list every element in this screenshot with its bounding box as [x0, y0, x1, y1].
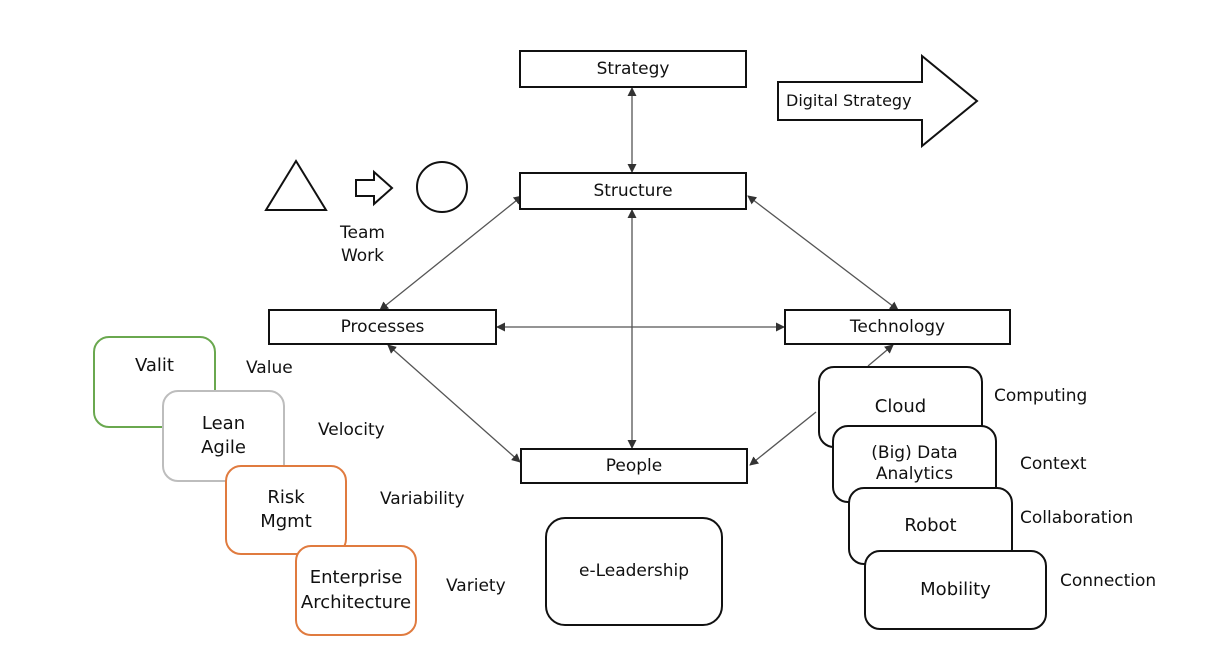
people-node: People: [520, 448, 748, 484]
technology-label: Technology: [849, 317, 946, 337]
connector-technology-cloud: [867, 344, 894, 367]
cloud-label: Cloud: [874, 395, 927, 417]
structure-label: Structure: [593, 181, 673, 201]
connector-cloud-people: [749, 411, 817, 466]
enterprise-architecture-box: Enterprise Architecture: [295, 545, 417, 636]
variety-label: Variety: [446, 576, 506, 596]
circle-shape: [416, 161, 468, 213]
agile-label: Agile: [201, 437, 246, 458]
mobility-box: Mobility: [864, 550, 1047, 630]
digital-strategy-arrow: [777, 53, 979, 149]
team-label: Team: [340, 223, 385, 243]
strategy-node: Strategy: [519, 50, 747, 88]
architecture-label: Architecture: [300, 591, 412, 613]
velocity-label: Velocity: [318, 420, 385, 440]
e-leadership-box: e-Leadership: [545, 517, 723, 626]
connector-structure-processes: [379, 195, 523, 311]
risk-mgmt-box: Risk Mgmt: [225, 465, 347, 555]
collaboration-label: Collaboration: [1020, 508, 1134, 528]
processes-node: Processes: [268, 309, 497, 345]
mobility-label: Mobility: [920, 578, 991, 600]
risk-label: Risk: [267, 486, 305, 508]
triangle-shape: [264, 159, 328, 211]
lean-agile-box: Lean Agile: [162, 390, 285, 482]
mgmt-label: Mgmt: [260, 511, 312, 532]
robot-label: Robot: [904, 514, 957, 536]
processes-label: Processes: [340, 317, 425, 337]
computing-label: Computing: [994, 386, 1088, 406]
lean-label: Lean: [201, 412, 246, 434]
work-label: Work: [340, 245, 384, 266]
arrow-right-icon: [355, 169, 394, 207]
big-data-label: (Big) Data: [871, 442, 958, 463]
team-work-label: Team Work: [340, 222, 385, 268]
connector-structure-technology: [747, 195, 899, 311]
e-leadership-label: e-Leadership: [578, 561, 690, 582]
digital-strategy-label: Digital Strategy: [786, 91, 912, 110]
context-label: Context: [1020, 454, 1087, 474]
structure-node: Structure: [519, 172, 747, 210]
technology-node: Technology: [784, 309, 1011, 345]
connection-label: Connection: [1060, 571, 1157, 591]
variability-label: Variability: [380, 489, 465, 509]
strategy-label: Strategy: [596, 59, 670, 79]
connector-processes-people: [387, 344, 521, 463]
analytics-label: Analytics: [875, 464, 954, 484]
valit-label: Valit: [134, 355, 174, 376]
value-label: Value: [246, 358, 293, 378]
enterprise-label: Enterprise: [309, 567, 403, 589]
people-label: People: [605, 456, 663, 476]
